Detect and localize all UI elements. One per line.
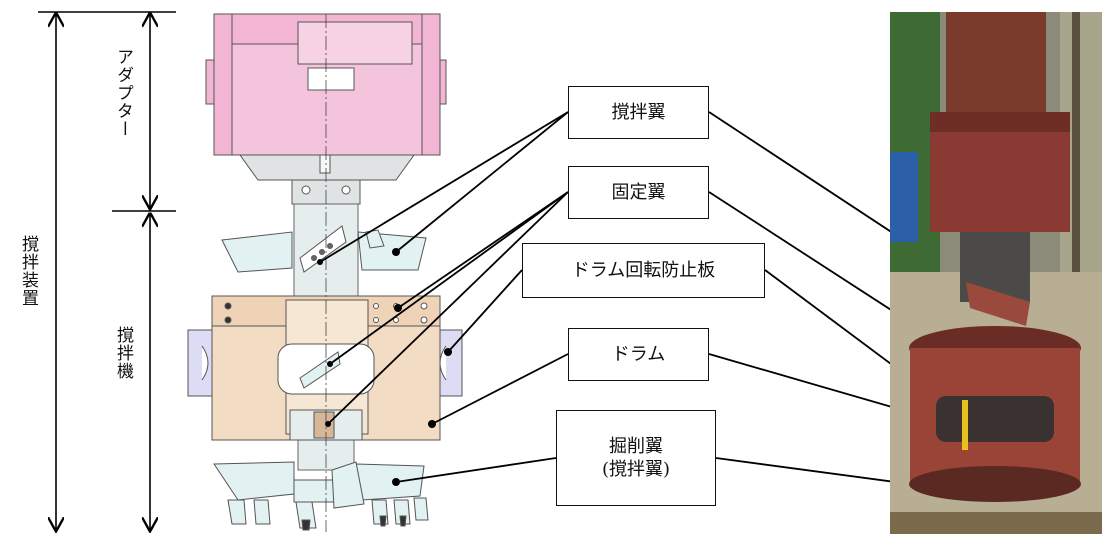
leader-lines [319, 111, 1023, 493]
callout-fixed-blade: 固定翼 [568, 166, 709, 219]
callout-drum: ドラム [568, 328, 709, 381]
adapter-coupling [239, 154, 415, 205]
callout-fixed-blade-text: 固定翼 [611, 181, 666, 203]
dimension-label-adapter: アダプター [113, 48, 133, 138]
callout-mixing-blade: 撹拌翼 [568, 86, 709, 139]
callout-excavation-blade: 掘削翼 (撹拌翼) [556, 410, 716, 506]
callout-drum-text: ドラム [611, 343, 666, 365]
equipment-photo [890, 12, 1102, 534]
callout-excavation-blade-line1: 掘削翼 [609, 435, 663, 457]
leader-dots [317, 248, 452, 486]
excavation-blades [213, 461, 429, 531]
dimension-label-mixer: 撹拌機 [113, 326, 133, 380]
callout-excavation-blade-line2: (撹拌翼) [601, 459, 671, 480]
callout-anti-rotation-plate: ドラム回転防止板 [522, 243, 765, 298]
callout-anti-rotation-plate-text: ドラム回転防止板 [571, 259, 716, 281]
callout-mixing-blade-text: 撹拌翼 [611, 101, 666, 123]
adapter-body [205, 13, 447, 156]
dimension-label-total: 撹拌装置 [18, 235, 38, 307]
dimension-lines [38, 11, 176, 530]
